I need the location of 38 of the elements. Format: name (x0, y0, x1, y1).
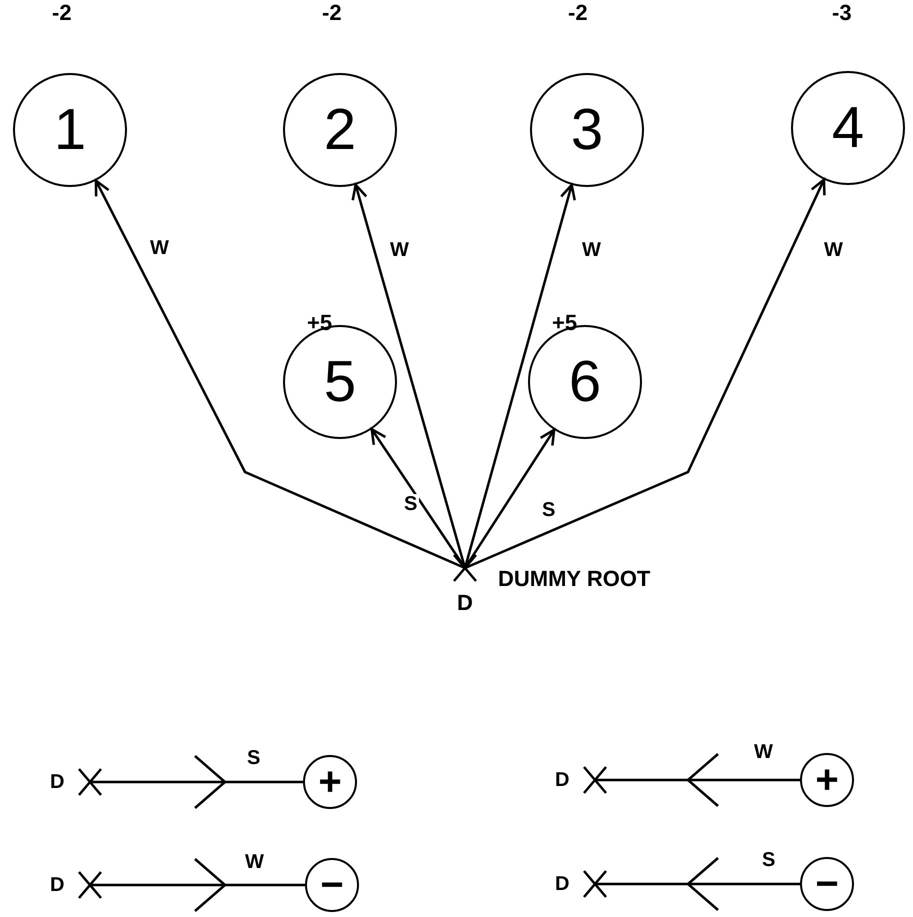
sign-symbol: + (318, 762, 342, 802)
node-label: D (50, 772, 64, 792)
sign-symbol: + (815, 760, 839, 800)
root-caption: DUMMY ROOT (498, 566, 650, 592)
arrow (464, 178, 826, 570)
circle-node (305, 858, 359, 912)
sign-symbol: − (320, 865, 344, 905)
arrow (90, 858, 305, 912)
circle-node (791, 71, 905, 185)
node-label: D (50, 875, 64, 895)
circle-node (800, 753, 854, 807)
node-weight: -3 (832, 0, 852, 26)
node-number: 3 (570, 101, 604, 159)
node-label: D (457, 592, 473, 614)
node-label: D (555, 874, 570, 894)
arrow (94, 180, 466, 570)
node-number: 2 (324, 101, 356, 159)
circle-node (800, 857, 854, 911)
root-marker (555, 764, 607, 796)
root-marker (50, 766, 102, 798)
circle-node (303, 755, 357, 809)
root-marker (555, 868, 607, 900)
root-marker (50, 869, 102, 901)
arrow (90, 754, 303, 810)
node-weight: -2 (568, 0, 588, 26)
node-weight: -2 (322, 0, 342, 26)
node-number: 5 (324, 353, 356, 411)
arrow (595, 752, 800, 808)
circle-node (530, 73, 644, 187)
circle-node (13, 73, 127, 187)
node-label: D (555, 770, 570, 790)
arrow (595, 856, 800, 912)
node-weight: -2 (52, 0, 72, 26)
sign-symbol: − (815, 864, 839, 904)
node-number: 1 (54, 101, 86, 159)
node-number: 6 (568, 353, 602, 411)
circle-node (283, 73, 397, 187)
node-number: 4 (832, 99, 864, 157)
